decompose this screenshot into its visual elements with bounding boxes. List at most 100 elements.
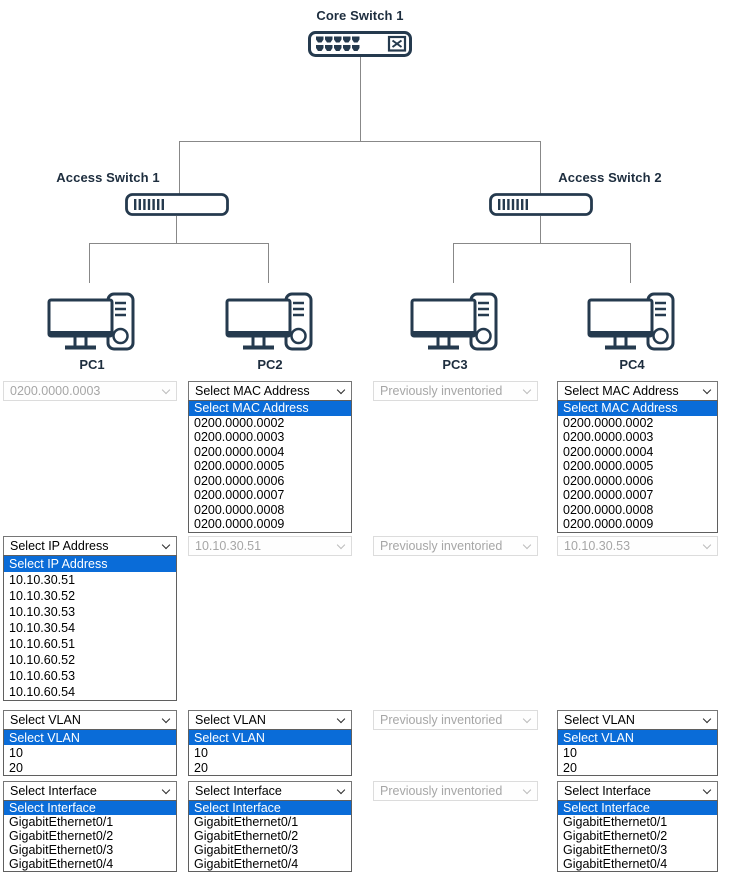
pc4-interface-option[interactable]: GigabitEthernet0/1	[563, 815, 668, 829]
pc2-vlan-select[interactable]: Select VLAN	[188, 710, 352, 730]
chevron-down-icon	[522, 540, 532, 549]
pc4-interface-option[interactable]: Select Interface	[558, 801, 717, 815]
pc1-ip-option[interactable]: 10.10.30.51	[9, 573, 76, 587]
pc1-ip-option[interactable]: 10.10.30.52	[9, 589, 76, 603]
pc4-mac-option[interactable]: 0200.0000.0007	[563, 488, 654, 503]
pc4-mac-select[interactable]: Select MAC Address	[557, 381, 718, 401]
pc4-interface-option[interactable]: GigabitEthernet0/4	[563, 857, 668, 871]
pc1-ip-option[interactable]: 10.10.60.51	[9, 637, 76, 651]
pc2-interface-select[interactable]: Select Interface	[188, 781, 352, 801]
pc2-interface-option[interactable]: GigabitEthernet0/1	[194, 815, 299, 829]
pc4-interface-select[interactable]: Select Interface	[557, 781, 718, 801]
pc1-interface-select[interactable]: Select Interface	[3, 781, 177, 801]
pc1-vlan-select[interactable]: Select VLAN	[3, 710, 177, 730]
link-as1-pc1	[89, 243, 90, 283]
pc2-mac-select[interactable]: Select MAC Address	[188, 381, 352, 401]
pc1-interface-option[interactable]: Select Interface	[4, 801, 176, 815]
chevron-down-icon	[161, 540, 171, 549]
chevron-down-icon	[702, 385, 712, 394]
link-trunk-as1	[179, 141, 180, 194]
pc4-mac-option[interactable]: 0200.0000.0004	[563, 444, 654, 459]
link-as2-pc3	[453, 243, 454, 283]
pc1-vlan-option[interactable]: Select VLAN	[4, 730, 176, 745]
pc1-ip-option-list: Select IP Address 10.10.30.51 10.10.30.5…	[3, 555, 177, 701]
pc1-ip-option[interactable]: 10.10.30.54	[9, 621, 76, 635]
chevron-down-icon	[161, 785, 171, 794]
pc2-mac-option[interactable]: 0200.0000.0002	[194, 415, 285, 430]
link-trunk-as2	[540, 141, 541, 194]
pc2-interface-option[interactable]: Select Interface	[189, 801, 351, 815]
pc3-mac-value: Previously inventoried	[380, 384, 503, 398]
pc2-mac-option[interactable]: 0200.0000.0007	[194, 488, 285, 503]
chevron-down-icon	[336, 785, 346, 794]
pc2-interface-option[interactable]: GigabitEthernet0/2	[194, 829, 299, 843]
pc1-interface-option[interactable]: GigabitEthernet0/3	[9, 843, 114, 857]
pc1-ip-option[interactable]: 10.10.60.52	[9, 653, 76, 667]
pc4-mac-option[interactable]: Select MAC Address	[558, 401, 717, 416]
pc1-icon	[47, 291, 137, 357]
pc4-interface-option[interactable]: GigabitEthernet0/2	[563, 829, 668, 843]
pc4-interface-option-list: Select Interface GigabitEthernet0/1 Giga…	[557, 800, 718, 872]
pc4-label: PC4	[619, 357, 645, 372]
chevron-down-icon	[522, 714, 532, 723]
pc1-interface-option[interactable]: GigabitEthernet0/2	[9, 829, 114, 843]
pc4-interface-option[interactable]: GigabitEthernet0/3	[563, 843, 668, 857]
pc2-mac-option[interactable]: 0200.0000.0005	[194, 459, 285, 474]
pc1-ip-option[interactable]: 10.10.60.54	[9, 685, 76, 699]
chevron-down-icon	[336, 385, 346, 394]
pc2-label: PC2	[257, 357, 283, 372]
access-switch-2-icon	[489, 193, 593, 216]
pc2-mac-option[interactable]: 0200.0000.0006	[194, 473, 285, 488]
pc2-vlan-option[interactable]: Select VLAN	[189, 730, 351, 745]
access-switch-1-label: Access Switch 1	[56, 170, 160, 185]
pc3-vlan-value: Previously inventoried	[380, 713, 503, 727]
pc2-vlan-option[interactable]: 20	[194, 760, 208, 775]
pc4-mac-option[interactable]: 0200.0000.0005	[563, 459, 654, 474]
pc2-vlan-option-list: Select VLAN 10 20	[188, 729, 352, 776]
pc1-mac-value: 0200.0000.0003	[10, 384, 101, 398]
pc4-vlan-value: Select VLAN	[564, 713, 635, 727]
pc2-mac-option[interactable]: 0200.0000.0004	[194, 444, 285, 459]
pc1-label: PC1	[79, 357, 105, 372]
pc2-mac-option[interactable]: Select MAC Address	[189, 401, 351, 416]
pc2-mac-option[interactable]: 0200.0000.0008	[194, 502, 285, 517]
pc2-mac-option[interactable]: 0200.0000.0003	[194, 430, 285, 445]
pc3-label: PC3	[442, 357, 468, 372]
pc2-interface-option-list: Select Interface GigabitEthernet0/1 Giga…	[188, 800, 352, 872]
pc1-ip-option[interactable]: Select IP Address	[4, 556, 176, 572]
pc4-mac-option[interactable]: 0200.0000.0009	[563, 517, 654, 532]
pc2-interface-option[interactable]: GigabitEthernet0/4	[194, 857, 299, 871]
pc4-vlan-select[interactable]: Select VLAN	[557, 710, 718, 730]
pc4-mac-option[interactable]: 0200.0000.0008	[563, 502, 654, 517]
pc4-vlan-option[interactable]: 20	[563, 760, 577, 775]
pc2-mac-option[interactable]: 0200.0000.0009	[194, 517, 285, 532]
core-switch-icon	[308, 31, 412, 57]
chevron-down-icon	[522, 385, 532, 394]
pc2-ip-select: 10.10.30.51	[188, 536, 352, 556]
pc4-mac-option[interactable]: 0200.0000.0003	[563, 430, 654, 445]
pc4-vlan-option[interactable]: Select VLAN	[558, 730, 717, 745]
pc4-mac-option-list: Select MAC Address 0200.0000.0002 0200.0…	[557, 400, 718, 533]
pc1-mac-select: 0200.0000.0003	[3, 381, 177, 401]
chevron-down-icon	[702, 540, 712, 549]
pc4-mac-option[interactable]: 0200.0000.0002	[563, 415, 654, 430]
chevron-down-icon	[336, 540, 346, 549]
pc1-vlan-option[interactable]: 20	[9, 760, 23, 775]
pc1-ip-option[interactable]: 10.10.60.53	[9, 669, 76, 683]
pc4-vlan-option[interactable]: 10	[563, 745, 577, 760]
chevron-down-icon	[522, 785, 532, 794]
pc1-ip-select[interactable]: Select IP Address	[3, 536, 177, 556]
pc1-ip-option[interactable]: 10.10.30.53	[9, 605, 76, 619]
as2-bus	[453, 243, 631, 244]
pc4-mac-option[interactable]: 0200.0000.0006	[563, 473, 654, 488]
pc1-interface-option[interactable]: GigabitEthernet0/1	[9, 815, 114, 829]
pc1-interface-option[interactable]: GigabitEthernet0/4	[9, 857, 114, 871]
pc1-vlan-option-list: Select VLAN 10 20	[3, 729, 177, 776]
pc3-interface-value: Previously inventoried	[380, 784, 503, 798]
pc2-interface-option[interactable]: GigabitEthernet0/3	[194, 843, 299, 857]
chevron-down-icon	[161, 714, 171, 723]
pc2-vlan-option[interactable]: 10	[194, 745, 208, 760]
as1-bus	[89, 243, 269, 244]
pc1-vlan-option[interactable]: 10	[9, 745, 23, 760]
chevron-down-icon	[702, 785, 712, 794]
